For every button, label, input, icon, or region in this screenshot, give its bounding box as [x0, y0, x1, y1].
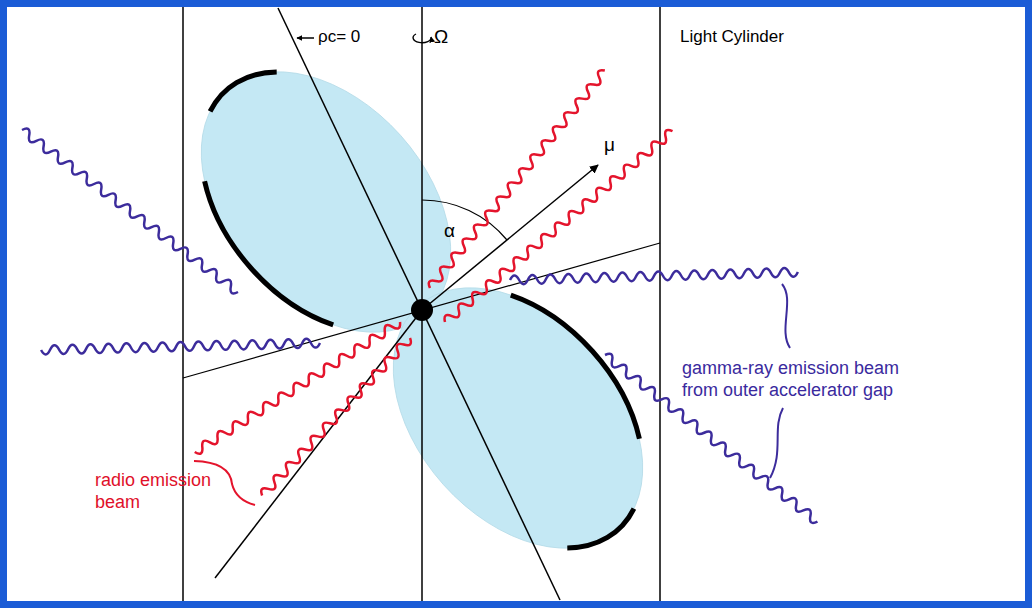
inclination-angle-label-box: α	[444, 220, 455, 243]
rotation-label: Ω	[434, 26, 448, 49]
magnetic-axis-arrow	[422, 165, 598, 310]
neutron-star	[411, 299, 433, 321]
gamma-wave	[19, 126, 240, 295]
gamma-bracket	[782, 284, 790, 348]
light-cylinder-line	[182, 7, 184, 601]
gamma-beam	[19, 126, 240, 295]
gamma-beam	[41, 339, 320, 355]
angle-arc	[422, 200, 507, 240]
pointer-arrow	[297, 37, 314, 39]
outer-gap-arc	[567, 509, 634, 548]
lower-lobe	[343, 240, 692, 597]
rotation-symbol	[413, 34, 431, 43]
radio-beam-label: radio emission beam	[95, 469, 223, 513]
gap-boundary-line	[183, 243, 660, 378]
radio-wave	[442, 128, 675, 326]
white-ground	[7, 7, 1025, 601]
light-cylinder-line	[659, 7, 661, 601]
radio-beam	[192, 318, 402, 456]
null-charge-label-box: ρc= 0	[318, 27, 360, 47]
magnetic-axis-line	[215, 310, 422, 578]
gamma-wave	[510, 268, 798, 285]
rotation-label-box: Ω	[434, 26, 448, 49]
light-cylinder-label-box: Light Cylinder	[680, 27, 784, 47]
radio-beam	[259, 335, 413, 499]
inclination-angle-label: α	[444, 220, 455, 243]
null-charge-label: ρc= 0	[318, 27, 360, 47]
outer-gap-arc	[210, 72, 277, 112]
gamma-beam	[510, 268, 798, 285]
gamma-bracket	[770, 408, 783, 478]
radio-beam-label-box: radio emission beam	[95, 469, 223, 513]
radio-beam	[442, 128, 675, 326]
outer-gap-arc	[205, 181, 334, 325]
magnetic-moment-label: μ	[604, 134, 615, 157]
null-charge-line	[278, 8, 560, 600]
magnetic-moment-label-box: μ	[604, 134, 615, 157]
light-cylinder-label: Light Cylinder	[680, 27, 784, 47]
gamma-beam-label-box: gamma-ray emission beam from outer accel…	[682, 357, 912, 401]
gamma-wave	[41, 339, 320, 355]
radio-wave	[259, 335, 413, 499]
gamma-beam-label: gamma-ray emission beam from outer accel…	[682, 357, 912, 401]
radio-wave	[192, 318, 402, 456]
